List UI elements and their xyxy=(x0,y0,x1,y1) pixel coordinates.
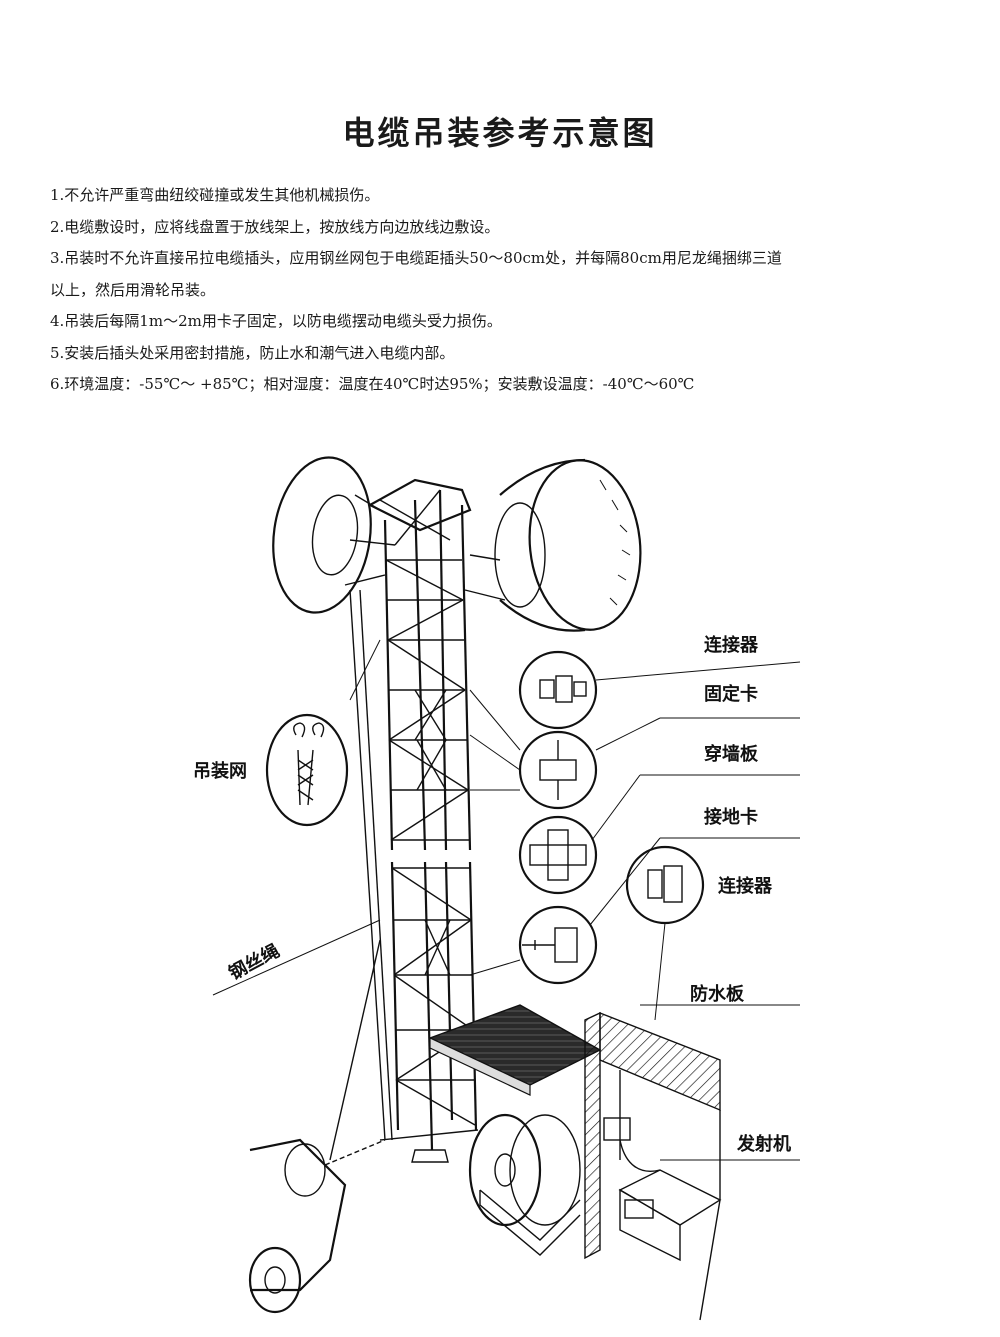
label-wire-rope: 钢丝绳 xyxy=(225,940,283,985)
note-2: 2.电缆敷设时，应将线盘置于放线架上，按放线方向边放线边敷设。 xyxy=(50,217,500,236)
note-3-cont: 以上，然后用滑轮吊装。 xyxy=(50,280,216,299)
left-dish-antenna xyxy=(272,456,396,614)
label-wall-plate: 穿墙板 xyxy=(704,743,759,765)
label-hoisting-net: 吊装网 xyxy=(193,760,247,782)
right-drum-antenna xyxy=(464,458,642,632)
note-1: 1.不允许严重弯曲纽绞碰撞或发生其他机械损伤。 xyxy=(50,186,380,204)
page-title: 电缆吊装参考示意图 xyxy=(342,114,658,152)
detail-connector-bottom xyxy=(625,845,705,925)
notes-list: 1.不允许严重弯曲纽绞碰撞或发生其他机械损伤。 2.电缆敷设时，应将线盘置于放线… xyxy=(50,180,950,401)
detail-hoisting-net xyxy=(265,713,349,827)
feeder-cable xyxy=(349,589,386,1141)
detail-grounding-clamp xyxy=(518,905,598,985)
label-connector-bottom: 连接器 xyxy=(718,875,773,897)
label-waterproof-board: 防水板 xyxy=(690,983,745,1005)
cable-drum xyxy=(468,1113,581,1256)
note-3: 3.吊装时不允许直接吊拉电缆插头，应用钢丝网包于电缆距插头50～80cm处，并每… xyxy=(50,249,782,267)
detail-wall-plate xyxy=(518,815,598,895)
detail-fixing-clamp xyxy=(518,730,598,810)
transmitter-unit xyxy=(618,1139,722,1262)
leader-lines xyxy=(212,639,801,1161)
winch-truck xyxy=(248,1138,386,1314)
label-grounding-clamp: 接地卡 xyxy=(704,806,758,828)
label-transmitter: 发射机 xyxy=(736,1133,791,1155)
detail-connector-top xyxy=(518,650,598,730)
note-6: 6.环境温度：-55℃～ +85℃；相对湿度：温度在40℃时达95%；安装敷设温… xyxy=(50,375,695,393)
building-wall xyxy=(584,1011,721,1321)
lattice-tower xyxy=(367,478,479,1163)
note-5: 5.安装后插头处采用密封措施，防止水和潮气进入电缆内部。 xyxy=(50,343,455,362)
label-connector-top: 连接器 xyxy=(704,634,759,656)
label-fixing-clamp: 固定卡 xyxy=(704,683,758,705)
note-4: 4.吊装后每隔1m～2m用卡子固定，以防电缆摆动电缆头受力损伤。 xyxy=(50,312,502,330)
